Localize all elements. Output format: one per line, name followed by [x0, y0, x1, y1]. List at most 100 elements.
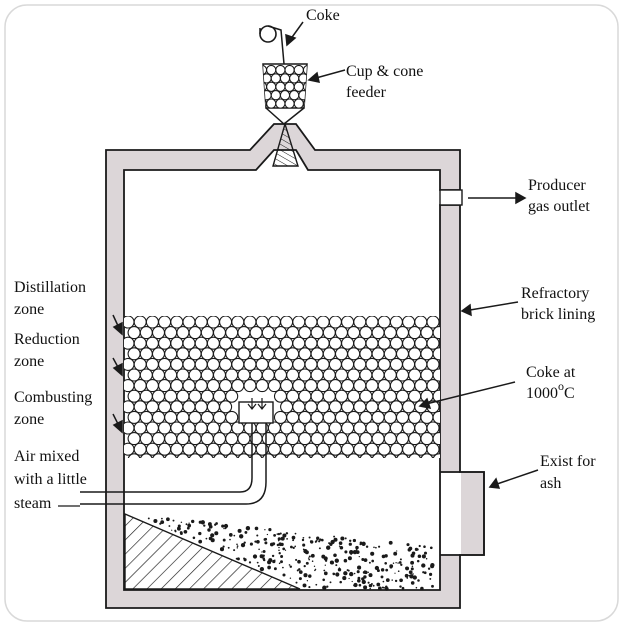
coke-ball — [432, 432, 440, 446]
coke-ball — [395, 389, 410, 403]
ash-particle — [207, 528, 211, 532]
coke-ball — [158, 336, 172, 350]
coke-ball — [280, 357, 294, 371]
ash-particle — [295, 581, 298, 584]
ash-particle — [254, 526, 259, 531]
ash-particle — [268, 558, 273, 563]
coke-ball — [212, 389, 227, 403]
air-distributor — [238, 401, 274, 424]
ash-particle — [311, 560, 314, 562]
coke-ball — [219, 400, 233, 414]
ash-particle — [363, 558, 368, 562]
ash-particle — [353, 572, 356, 575]
coke-ball — [231, 379, 245, 393]
coke-ball — [365, 379, 379, 393]
coke-ball — [371, 347, 385, 361]
air-inlet-pipe — [80, 423, 267, 505]
ash-particle — [429, 546, 433, 550]
coke-ball — [322, 389, 336, 403]
ash-particle — [313, 565, 316, 567]
coke-ball — [200, 389, 214, 403]
coke-ball — [292, 400, 306, 414]
ash-particle — [207, 522, 212, 527]
coke-ball — [267, 316, 281, 329]
coke-ball — [201, 453, 214, 458]
ash-particle — [233, 534, 236, 537]
ash-particle — [359, 542, 362, 546]
coke-ball — [286, 389, 300, 403]
ash-particle — [286, 538, 288, 540]
coke-ball — [280, 421, 294, 435]
coke-ball — [341, 442, 355, 456]
ash-particle — [244, 530, 248, 534]
coke-ball — [127, 453, 141, 458]
coke-ball — [432, 389, 440, 403]
coke-ball — [426, 442, 440, 456]
coke-ball — [395, 432, 410, 446]
ash-particle — [223, 523, 229, 529]
hopper-coke-ball — [275, 81, 286, 92]
coke-ball — [280, 336, 294, 350]
coke-ball — [273, 368, 288, 382]
coke-ball — [170, 400, 184, 414]
coke-ball — [402, 357, 416, 371]
ash-particle — [294, 532, 297, 535]
ash-particle — [308, 575, 311, 578]
ash-particle — [406, 577, 409, 579]
coke-ball — [408, 453, 421, 458]
label-air-3: steam — [14, 495, 52, 512]
coke-ball — [206, 316, 220, 329]
ash-particle — [210, 538, 215, 543]
coke-ball — [414, 357, 428, 371]
ash-particle — [333, 535, 336, 538]
coke-ball — [426, 421, 440, 435]
ash-particles — [147, 517, 435, 591]
ash-particle — [192, 536, 196, 540]
ash-particle — [276, 533, 279, 535]
coke-ball — [127, 432, 141, 446]
coke-ball — [395, 326, 410, 340]
ash-particle — [381, 554, 386, 559]
coke-ball — [249, 368, 263, 382]
ash-particle — [248, 561, 252, 564]
hopper-coke-ball — [266, 98, 277, 108]
coke-ball — [353, 400, 367, 414]
coke-ball — [414, 336, 428, 350]
coke-ball — [194, 442, 208, 456]
coke-ball — [145, 316, 159, 329]
ash-particle — [261, 551, 263, 553]
coke-ball — [292, 421, 306, 435]
ash-particle — [269, 542, 274, 547]
ash-particle — [392, 562, 395, 565]
coke-ball — [243, 379, 257, 393]
ash-particle — [264, 529, 266, 531]
coke-ball — [231, 442, 245, 456]
ash-particle — [282, 573, 286, 577]
coke-ball — [139, 368, 153, 382]
ash-exit-channel — [440, 471, 485, 556]
coke-ball — [286, 453, 299, 458]
ash-particle — [301, 538, 305, 542]
ash-particle — [239, 534, 244, 539]
ash-particle — [258, 548, 260, 551]
ash-particle — [314, 540, 317, 543]
coke-ball — [389, 336, 403, 350]
ash-particle — [205, 537, 208, 540]
coke-ball — [139, 389, 153, 403]
hopper-coke-ball — [289, 90, 300, 101]
coke-ball — [273, 389, 288, 403]
coke-ball — [328, 316, 342, 329]
ash-particle — [308, 555, 311, 558]
ash-particle — [326, 585, 329, 588]
coke-ball — [334, 389, 349, 403]
ash-particle — [280, 536, 285, 541]
ash-particle — [266, 533, 269, 536]
ash-particle — [298, 568, 301, 571]
ash-particle — [333, 537, 338, 542]
ash-exit-opening — [441, 473, 460, 554]
ash-particle — [320, 538, 324, 542]
coke-ball — [261, 368, 275, 382]
coke-ball — [292, 379, 306, 393]
coke-ball — [182, 421, 196, 435]
coke-ball — [426, 379, 440, 393]
